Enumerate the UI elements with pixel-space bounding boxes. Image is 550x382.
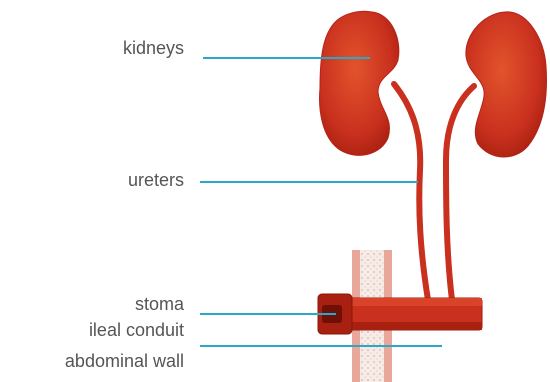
stoma-label: stoma bbox=[135, 294, 184, 314]
ureters-label: ureters bbox=[128, 170, 184, 190]
right-kidney bbox=[466, 12, 547, 157]
right-ureter bbox=[446, 86, 474, 300]
left-kidney bbox=[320, 11, 399, 155]
left-ureter bbox=[394, 84, 428, 300]
ileal-conduit-label: ileal conduit bbox=[89, 320, 184, 340]
abdominal-wall-label: abdominal wall bbox=[65, 351, 184, 371]
kidneys-label: kidneys bbox=[123, 38, 184, 58]
